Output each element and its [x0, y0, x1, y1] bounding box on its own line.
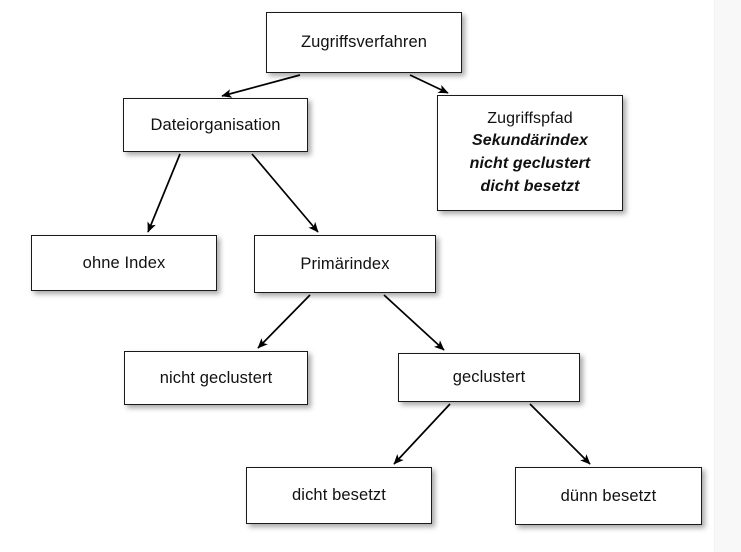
- edge-zugriffsverfahren-to-dateiorganisation: [221, 74, 301, 98]
- node-label: Primärindex: [300, 254, 390, 273]
- node-label-line-3: nicht geclustert: [469, 155, 591, 172]
- node-duenn-besetzt[interactable]: dünn besetzt: [515, 467, 702, 525]
- node-label: ohne Index: [82, 253, 166, 272]
- node-ohne-index[interactable]: ohne Index: [31, 235, 217, 291]
- node-zugriffsverfahren[interactable]: Zugriffsverfahren: [266, 12, 462, 73]
- edge-zugriffsverfahren-to-zugriffspfad: [409, 74, 449, 94]
- node-dicht-besetzt[interactable]: dicht besetzt: [246, 467, 432, 524]
- edge-geclustert-to-duenn-besetzt: [529, 403, 591, 465]
- node-label: dünn besetzt: [560, 486, 657, 505]
- node-nicht-geclustert[interactable]: nicht geclustert: [124, 351, 308, 405]
- node-geclustert[interactable]: geclustert: [398, 353, 580, 402]
- node-label: Dateiorganisation: [150, 115, 281, 134]
- edge-primaerindex-to-nicht-geclustert: [257, 294, 311, 349]
- edge-primaerindex-to-geclustert: [383, 294, 445, 351]
- node-primaerindex[interactable]: Primärindex: [254, 235, 436, 293]
- node-label: geclustert: [452, 368, 526, 387]
- edge-dateiorganisation-to-primaerindex: [251, 153, 319, 233]
- node-label: dicht besetzt: [292, 486, 386, 505]
- node-label-line-4: dicht besetzt: [480, 177, 580, 195]
- edge-dateiorganisation-to-ohne-index: [147, 153, 181, 233]
- node-label-line-1: Zugriffspfad: [487, 109, 573, 127]
- node-zugriffspfad[interactable]: Zugriffspfad Sekundärindex nicht geclust…: [437, 95, 623, 211]
- node-label-line-2: Sekundärindex: [471, 132, 588, 150]
- node-label: nicht geclustert: [159, 368, 273, 387]
- node-dateiorganisation[interactable]: Dateiorganisation: [123, 98, 308, 152]
- page-right-margin-strip: [714, 0, 741, 552]
- node-label: Zugriffsverfahren: [300, 33, 428, 52]
- edge-geclustert-to-dicht-besetzt: [393, 403, 451, 465]
